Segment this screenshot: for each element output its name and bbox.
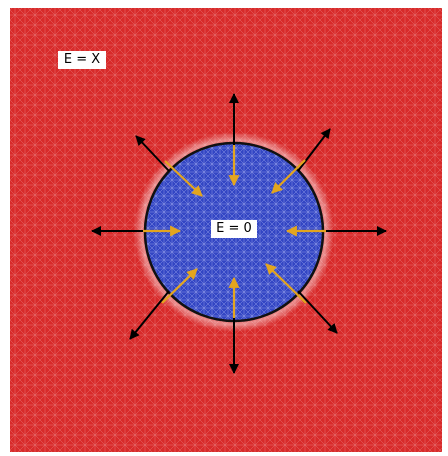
outer-energy-label: E = X <box>58 51 106 69</box>
inner-energy-label: E = 0 <box>211 220 257 238</box>
